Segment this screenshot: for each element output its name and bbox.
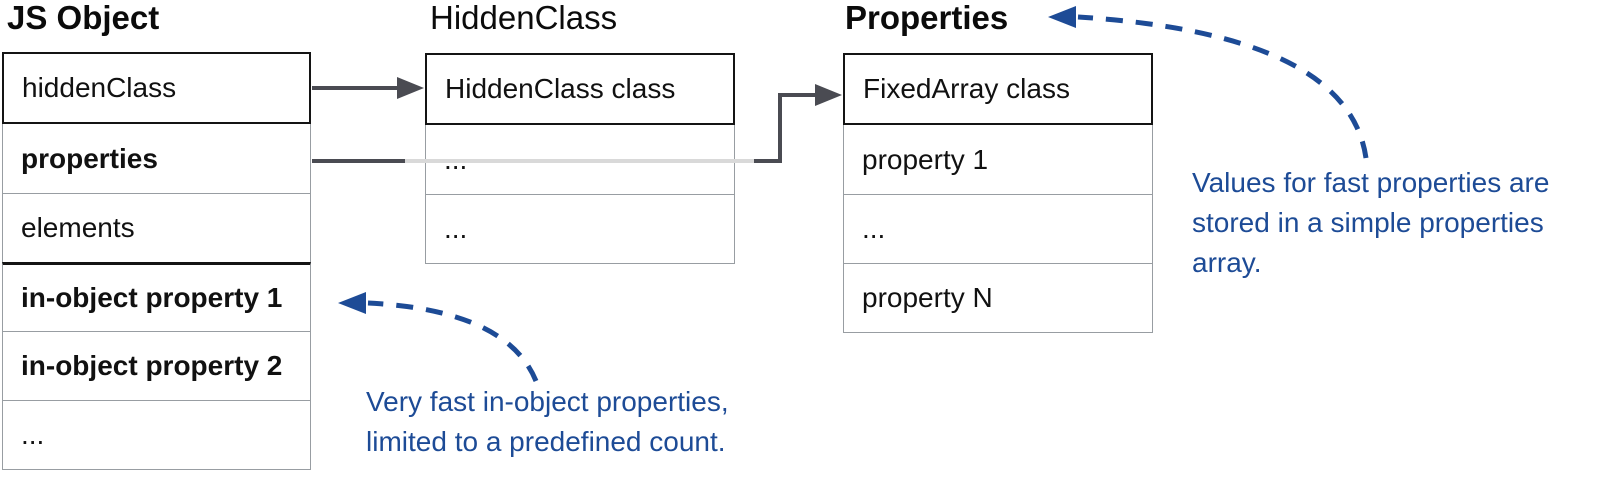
hidden-class-title: HiddenClass [430,0,618,36]
table-row-in-object-property-2: in-object property 2 [2,331,311,401]
table-row-in-object-property-1: in-object property 1 [2,262,311,332]
table-row-property-n: property N [843,263,1153,333]
table-row-hiddenclass-class: HiddenClass class [425,53,735,125]
properties-table: FixedArray class property 1 ... property… [843,53,1153,333]
js-object-table: hiddenClass properties elements in-objec… [2,52,311,470]
properties-array-annotation: Values for fast properties are stored in… [1192,163,1549,283]
table-row-elements: elements [2,193,311,263]
table-row-fixedarray-class: FixedArray class [843,53,1153,125]
table-row-ellipsis: ... [843,194,1153,264]
hidden-class-table: HiddenClass class ... ... [425,53,735,264]
pointer-arrow-icon-hiddenclass-to-hiddenclass [312,77,424,99]
table-row-hiddenclass: hiddenClass [2,52,311,124]
table-row-properties: properties [2,124,311,194]
annotation-line: Values for fast properties are [1192,167,1550,198]
in-object-properties-annotation: Very fast in-object properties, limited … [366,382,729,462]
annotation-line: Very fast in-object properties, [366,386,729,417]
annotation-arrow-icon-in-object [338,292,539,382]
annotation-line: limited to a predefined count. [366,426,726,457]
js-object-title: JS Object [7,0,160,36]
table-row-ellipsis: ... [425,125,735,195]
annotation-line: stored in a simple properties [1192,207,1544,238]
table-row-ellipsis: ... [425,194,735,264]
annotation-line: array. [1192,247,1262,278]
properties-title: Properties [845,0,1009,36]
table-row-ellipsis: ... [2,400,311,470]
table-row-property-1: property 1 [843,125,1153,195]
